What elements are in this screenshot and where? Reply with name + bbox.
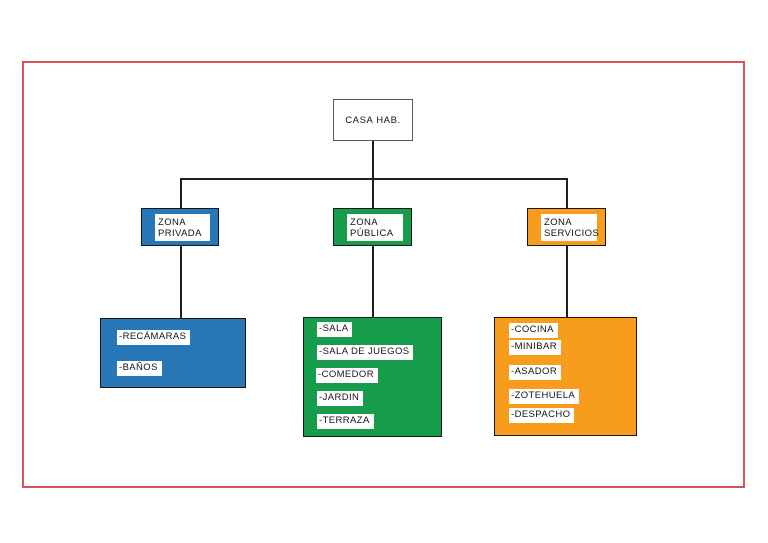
connector-line <box>566 178 568 208</box>
room-item: -COCINA <box>509 323 558 338</box>
zone-node-publica: ZONA PÚBLICA <box>333 208 412 246</box>
room-item: -COMEDOR <box>316 368 378 383</box>
detail-box-publica: -SALA -SALA DE JUEGOS -COMEDOR -JARDIN -… <box>303 317 442 437</box>
zone-node-privada: ZONA PRIVADA <box>141 208 219 246</box>
room-item: -MINIBAR <box>509 340 561 355</box>
room-item: -DESPACHO <box>509 408 575 423</box>
zone-label-servicios: ZONA SERVICIOS <box>541 214 600 241</box>
zone-title-line: ZONA <box>544 216 572 228</box>
connector-line <box>180 246 182 318</box>
zone-title-line: PRIVADA <box>158 227 202 239</box>
room-item: -SALA DE JUEGOS <box>317 345 414 360</box>
room-item: -SALA <box>317 322 353 337</box>
zone-label-publica: ZONA PÚBLICA <box>347 214 403 241</box>
detail-box-servicios: -COCINA -MINIBAR -ASADOR -ZOTEHUELA -DES… <box>494 317 637 436</box>
zone-label-privada: ZONA PRIVADA <box>155 214 210 241</box>
room-item: -ASADOR <box>509 365 562 380</box>
room-item: -BAÑOS <box>117 361 162 376</box>
connector-line <box>372 246 374 317</box>
room-item: -TERRAZA <box>317 414 374 429</box>
root-node-casa-hab: CASA HAB. <box>333 99 413 141</box>
connector-line <box>180 178 182 208</box>
connector-line <box>566 246 568 317</box>
page-border-frame <box>22 61 745 488</box>
connector-line <box>180 178 568 180</box>
zone-title-line: SERVICIOS <box>544 227 600 239</box>
detail-box-privada: -RECÁMARAS -BAÑOS <box>100 318 246 388</box>
zone-title-line: ZONA <box>350 216 378 228</box>
room-item: -RECÁMARAS <box>117 330 191 345</box>
zone-title-line: ZONA <box>158 216 186 228</box>
zone-title-line: PÚBLICA <box>350 227 394 239</box>
zone-node-servicios: ZONA SERVICIOS <box>527 208 606 246</box>
connector-line <box>372 141 374 178</box>
room-item: -JARDIN <box>317 391 364 406</box>
connector-line <box>372 178 374 208</box>
room-item: -ZOTEHUELA <box>509 389 580 404</box>
